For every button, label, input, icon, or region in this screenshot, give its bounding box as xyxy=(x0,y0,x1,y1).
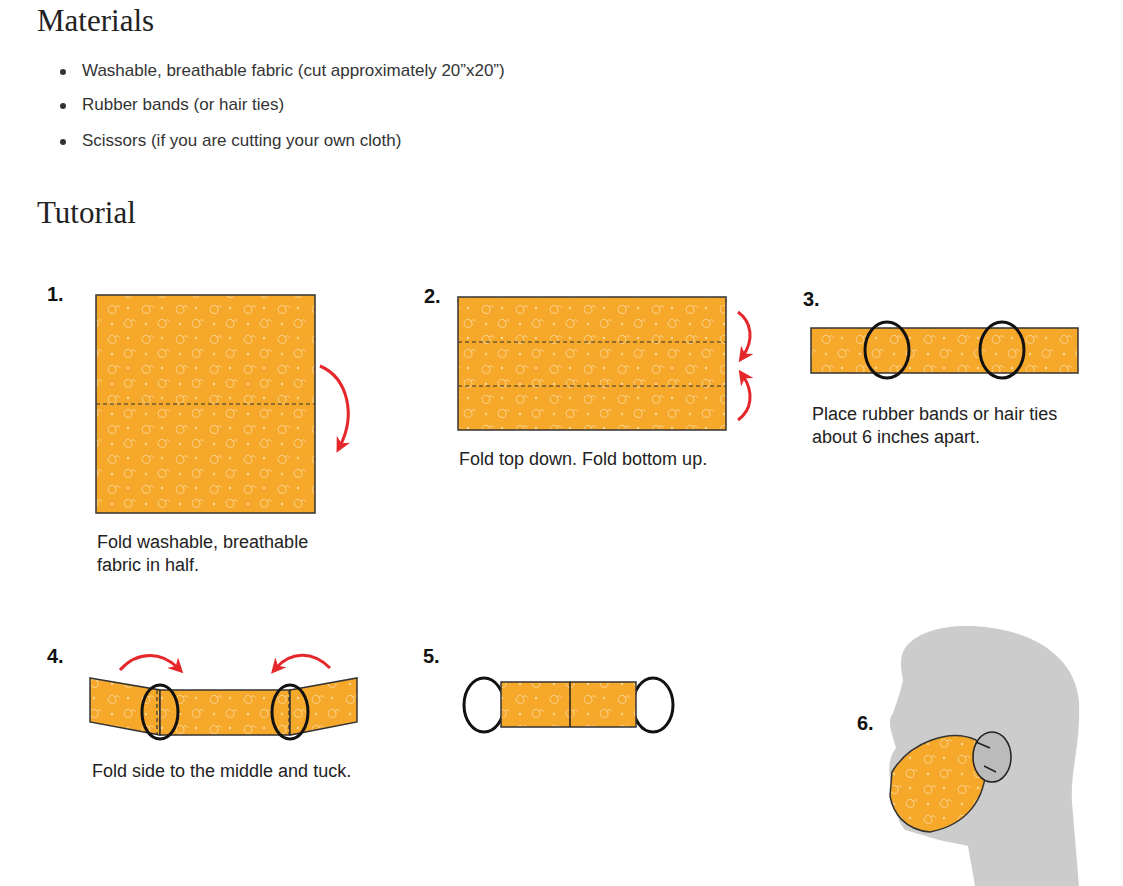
list-bullets xyxy=(60,103,66,109)
step4-tuck xyxy=(142,685,178,739)
step2-fabric xyxy=(738,376,750,420)
section-heading: Tutorial xyxy=(37,195,136,231)
step-number: 3. xyxy=(803,288,820,311)
step2-fabric xyxy=(458,385,726,386)
step-caption: Fold side to the middle and tuck. xyxy=(92,760,412,783)
material-item: Rubber bands (or hair ties) xyxy=(82,95,284,115)
step-number: 2. xyxy=(424,285,441,308)
step1-fabric xyxy=(320,366,348,446)
step2-fabric xyxy=(458,341,726,342)
step3-strip xyxy=(980,322,1024,378)
step1-fabric xyxy=(96,403,315,404)
step5-mask xyxy=(464,678,504,732)
material-item: Washable, breathable fabric (cut approxi… xyxy=(82,61,505,81)
step5-mask xyxy=(501,682,636,727)
step4-tuck xyxy=(290,678,357,735)
step-number: 4. xyxy=(47,645,64,668)
step-number: 1. xyxy=(47,283,64,306)
step6-wearer xyxy=(889,626,1079,886)
step4-tuck xyxy=(120,656,178,671)
step3-strip xyxy=(811,328,1078,373)
step5-mask xyxy=(464,678,673,732)
step6-wearer xyxy=(889,626,1079,886)
step5-mask xyxy=(569,682,571,727)
step4-tuck xyxy=(272,685,308,739)
step3-strip xyxy=(865,322,909,378)
list-bullets xyxy=(60,69,66,145)
step2-fabric xyxy=(738,312,750,356)
step4-tuck xyxy=(90,678,160,735)
step4-tuck xyxy=(288,690,289,735)
step6-wearer xyxy=(973,732,1011,782)
step1-fabric xyxy=(96,295,315,513)
step1-fabric xyxy=(96,295,348,513)
list-bullets xyxy=(60,139,66,145)
step6-wearer xyxy=(976,742,996,772)
step4-tuck xyxy=(160,690,290,735)
list-bullets xyxy=(60,69,66,75)
step4-tuck xyxy=(90,655,357,739)
step6-wearer xyxy=(890,736,986,832)
step-number: 6. xyxy=(857,712,874,735)
step2-fabric xyxy=(458,297,726,430)
step-number: 5. xyxy=(423,645,440,668)
step5-mask xyxy=(633,678,673,732)
material-item: Scissors (if you are cutting your own cl… xyxy=(82,131,401,151)
step4-tuck xyxy=(276,655,330,668)
step-caption: Fold washable, breathable fabric in half… xyxy=(97,531,347,577)
section-heading: Materials xyxy=(37,3,154,39)
step-caption: Fold top down. Fold bottom up. xyxy=(459,448,779,471)
step2-fabric xyxy=(458,297,750,430)
step3-strip xyxy=(811,322,1078,378)
step-caption: Place rubber bands or hair ties about 6 … xyxy=(812,403,1097,449)
step4-tuck xyxy=(156,690,157,735)
